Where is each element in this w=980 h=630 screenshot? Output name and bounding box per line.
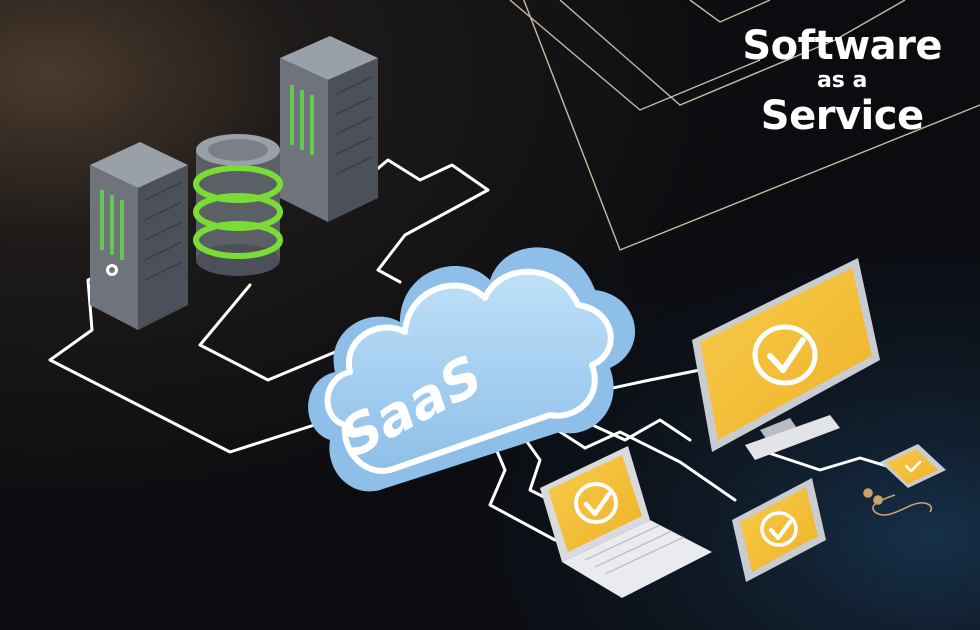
- title-line-as-a: as a: [816, 68, 868, 93]
- page-title: Software as a Service: [742, 24, 942, 138]
- server-rack-icon: [90, 142, 188, 330]
- smartphone-icon: [880, 444, 946, 488]
- server-rack-icon: [280, 36, 378, 222]
- checkmark-icon: [752, 324, 818, 386]
- laptop-icon: [540, 446, 712, 598]
- monitor-icon: [692, 258, 880, 460]
- title-line-service: Service: [760, 93, 924, 139]
- database-icon: [193, 134, 283, 276]
- decor-frame-lines: [509, 0, 980, 251]
- checkmark-icon: [904, 460, 922, 473]
- checkmark-icon: [574, 482, 618, 524]
- checkmark-icon: [760, 511, 798, 547]
- earphones-icon: [863, 488, 932, 516]
- title-line-software: Software: [742, 23, 942, 69]
- cloud-icon: [308, 247, 636, 492]
- tablet-icon: [732, 478, 826, 582]
